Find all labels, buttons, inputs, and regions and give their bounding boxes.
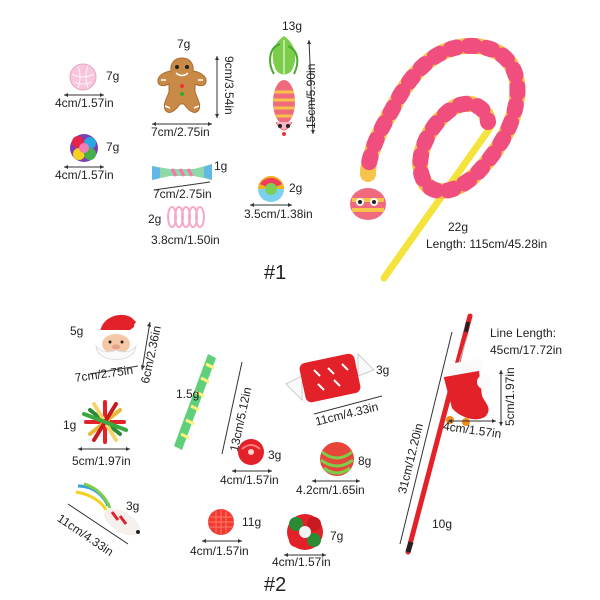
stocking-wand-weight: 10g <box>432 517 453 531</box>
feather-mouse-length: 15cm/5.90in <box>304 63 318 129</box>
wrapped-candy-icon <box>285 352 375 403</box>
christmas-pompom-icon <box>287 514 323 550</box>
santa-weight: 5g <box>70 324 84 338</box>
gingerbread-width-arrow <box>152 122 212 126</box>
set-1-label: #1 <box>264 262 287 284</box>
spring-icon <box>167 206 205 228</box>
christmas-pompom-arrow <box>284 553 326 557</box>
santa-width-arrow <box>89 365 139 375</box>
crinkle-ball-icon <box>82 400 128 444</box>
feather-mouse-arrow <box>307 39 315 135</box>
sisal-ball-weight: 8g <box>358 454 372 468</box>
pink-ball-dimension-arrow <box>64 93 104 97</box>
mini-mouse-weight: 3g <box>126 499 140 513</box>
red-ball-arrow <box>202 539 242 543</box>
red-ball-icon <box>208 509 234 535</box>
pink-ball-size: 4cm/1.57in <box>55 96 114 110</box>
stocking-width-arrow <box>448 419 496 423</box>
santa-width: 7cm/2.75in <box>73 362 134 385</box>
wrapped-candy-weight: 3g <box>376 363 390 377</box>
wand-line-length: 45cm/17.72in <box>490 343 563 357</box>
rainbow-ball-size: 3.5cm/1.38in <box>244 207 313 221</box>
pompom-ball-weight: 7g <box>106 140 120 154</box>
stocking-height-arrow <box>499 370 503 426</box>
candy-tube-arrow <box>153 181 211 191</box>
stocking-wand-icon <box>405 313 491 555</box>
candy-tube-size: 7cm/2.75in <box>153 187 212 201</box>
crinkle-tube-icon <box>174 354 216 450</box>
red-ball-weight: 11g <box>242 515 262 529</box>
pink-ball-icon <box>69 63 97 91</box>
pompom-ball-dimension-arrow <box>64 165 104 169</box>
crinkle-ball-size: 5cm/1.97in <box>72 454 131 468</box>
spring-size: 3.8cm/1.50in <box>151 233 220 247</box>
gingerbread-icon <box>157 57 207 113</box>
rainbow-ball-icon <box>258 176 284 202</box>
gingerbread-height-arrow <box>215 56 219 118</box>
crinkle-tube-weight: 1.5g <box>176 387 200 401</box>
mini-mouse-icon <box>75 482 141 536</box>
sisal-ball-size: 4.2cm/1.65in <box>296 483 365 497</box>
sisal-ball-arrow <box>312 479 360 483</box>
bell-ball-weight: 3g <box>268 448 282 462</box>
gingerbread-weight: 7g <box>177 37 191 51</box>
snake-wand-icon <box>350 37 526 282</box>
gingerbread-height: 9cm/3.54in <box>222 56 236 115</box>
candy-tube-weight: 1g <box>214 159 228 173</box>
red-ball-size: 4cm/1.57in <box>190 544 249 558</box>
bell-ball-arrow <box>232 469 272 473</box>
rainbow-ball-weight: 2g <box>289 181 303 195</box>
stocking-wand-length-arrow <box>399 331 453 545</box>
crinkle-ball-arrow <box>78 447 130 451</box>
christmas-pompom-weight: 7g <box>330 529 344 543</box>
gingerbread-width: 7cm/2.75in <box>151 125 210 139</box>
crinkle-tube-arrow <box>221 361 243 455</box>
set-2-label: #2 <box>264 574 287 596</box>
feather-mouse-icon <box>269 36 299 136</box>
pompom-ball-size: 4cm/1.57in <box>55 168 114 182</box>
candy-tube-icon <box>152 164 212 180</box>
pompom-ball-icon <box>70 134 98 162</box>
wrapped-candy-arrow <box>313 395 383 415</box>
stocking-height: 5cm/1.97in <box>503 367 517 426</box>
wand-line-label: Line Length: <box>490 326 557 340</box>
spring-weight: 2g <box>148 212 162 226</box>
bell-ball-size: 4cm/1.57in <box>220 473 279 487</box>
mini-mouse-arrow <box>67 503 129 545</box>
snake-wand-weight: 22g <box>448 220 469 234</box>
sisal-ball-icon <box>320 442 354 476</box>
feather-mouse-weight: 13g <box>282 19 303 33</box>
pink-ball-weight: 7g <box>106 69 120 83</box>
crinkle-ball-weight: 1g <box>63 418 77 432</box>
santa-icon <box>95 314 142 360</box>
christmas-pompom-size: 4cm/1.57in <box>272 555 331 569</box>
santa-height-arrow <box>141 321 151 371</box>
snake-wand-length: Length: 115cm/45.28in <box>426 237 548 251</box>
bell-ball-icon <box>238 439 264 465</box>
rainbow-ball-arrow <box>250 203 292 207</box>
